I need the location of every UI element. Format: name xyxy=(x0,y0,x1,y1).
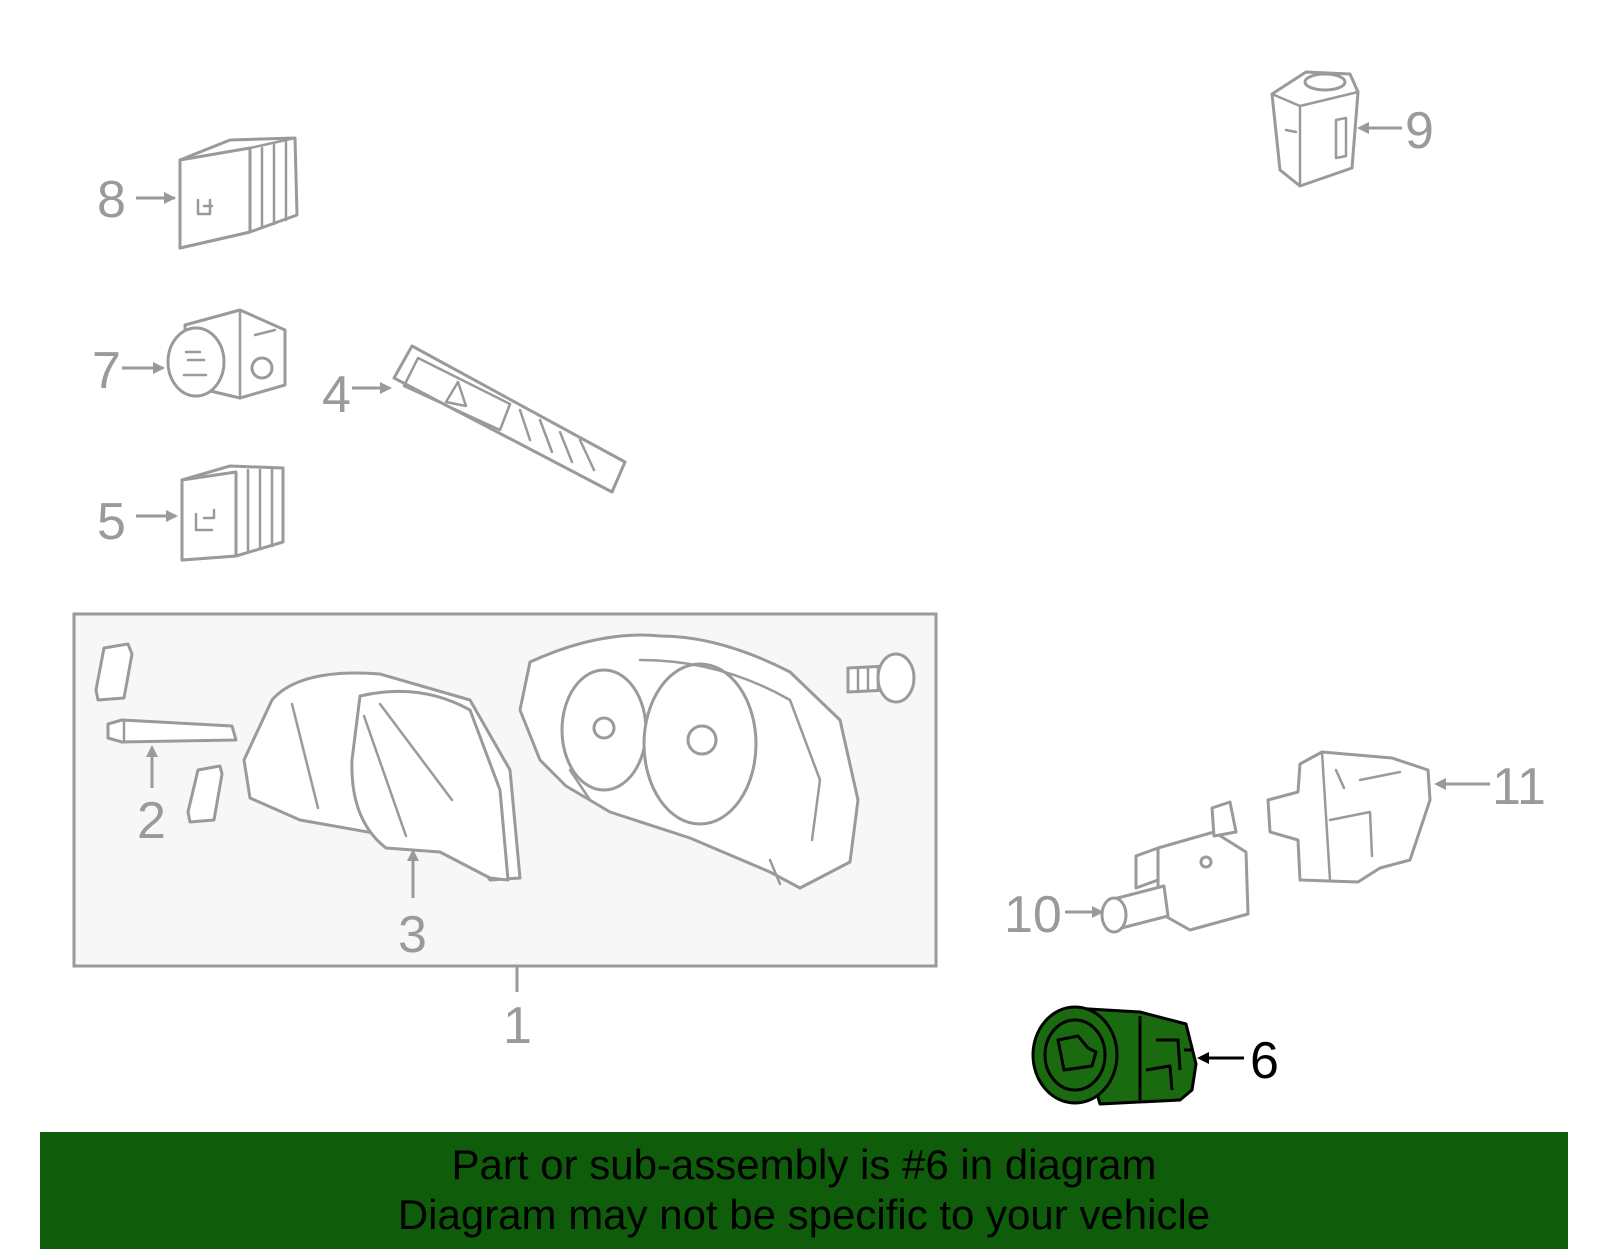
part-6-highlighted-switch[interactable] xyxy=(1031,1005,1198,1106)
arrowhead-11 xyxy=(1434,778,1446,790)
callout-10[interactable]: 10 xyxy=(1004,886,1062,944)
part-8-switch[interactable] xyxy=(178,136,299,250)
banner-line-1: Part or sub-assembly is #6 in diagram xyxy=(451,1141,1157,1188)
callout-9[interactable]: 9 xyxy=(1405,102,1434,160)
arrowhead-4 xyxy=(380,382,392,394)
arrowhead-7 xyxy=(153,362,165,374)
callout-7[interactable]: 7 xyxy=(92,342,121,400)
part-7-knob-switch[interactable] xyxy=(166,308,287,400)
callout-2[interactable]: 2 xyxy=(137,792,166,850)
part-4-hazard-switch[interactable] xyxy=(392,344,627,494)
arrowhead-10 xyxy=(1092,906,1104,918)
part-9-socket[interactable] xyxy=(1270,70,1360,188)
part-3-cluster-lens[interactable] xyxy=(242,671,522,882)
callout-3[interactable]: 3 xyxy=(398,906,427,964)
callout-1[interactable]: 1 xyxy=(503,997,532,1055)
callout-8[interactable]: 8 xyxy=(97,171,126,229)
callout-11[interactable]: 11 xyxy=(1492,758,1546,816)
arrowhead-3 xyxy=(407,849,419,861)
part-10-sensor[interactable] xyxy=(1100,800,1250,934)
part-11-bracket[interactable] xyxy=(1266,750,1432,884)
part-2-pin[interactable] xyxy=(106,718,238,744)
arrowhead-9 xyxy=(1357,122,1369,134)
banner-line-2: Diagram may not be specific to your vehi… xyxy=(397,1191,1211,1238)
part-meter-housing xyxy=(518,633,860,890)
arrowhead-2 xyxy=(146,745,158,757)
part-bolt xyxy=(846,652,916,704)
callout-4[interactable]: 4 xyxy=(322,366,351,424)
part-5-switch[interactable] xyxy=(180,464,285,562)
arrowhead-6 xyxy=(1197,1052,1209,1064)
callout-5[interactable]: 5 xyxy=(97,493,126,551)
callout-6[interactable]: 6 xyxy=(1250,1032,1279,1090)
arrowhead-8 xyxy=(164,192,176,204)
arrowhead-5 xyxy=(166,510,178,522)
part-lens-small xyxy=(94,642,224,824)
info-banner: Part or sub-assembly is #6 in diagram Di… xyxy=(40,1132,1568,1249)
parts-diagram: 8 7 4 5 9 1 xyxy=(72,70,1546,1106)
